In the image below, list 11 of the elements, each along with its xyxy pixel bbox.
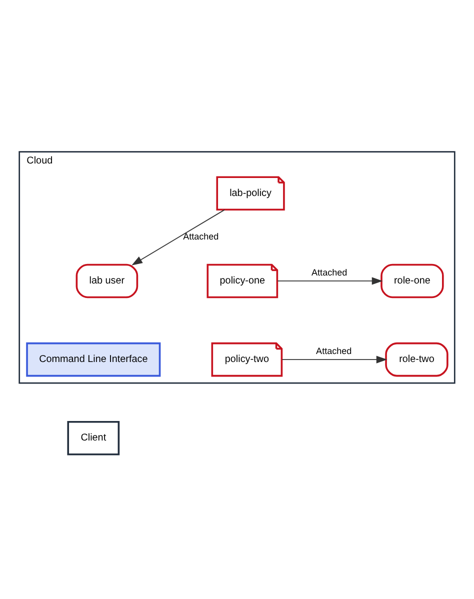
- arrow: [132, 209, 225, 266]
- node-box: role-one: [380, 264, 444, 298]
- node-box: role-two: [385, 342, 448, 377]
- arrow: [277, 277, 383, 285]
- edge-label: Attached: [312, 268, 348, 278]
- node-box: Command Line Interface: [26, 342, 161, 377]
- edge-label: Attached: [183, 231, 219, 242]
- edge-label: Attached: [316, 346, 352, 356]
- arrow: [282, 356, 388, 364]
- node-box: lab user: [76, 264, 138, 298]
- node-box: Client: [67, 420, 120, 456]
